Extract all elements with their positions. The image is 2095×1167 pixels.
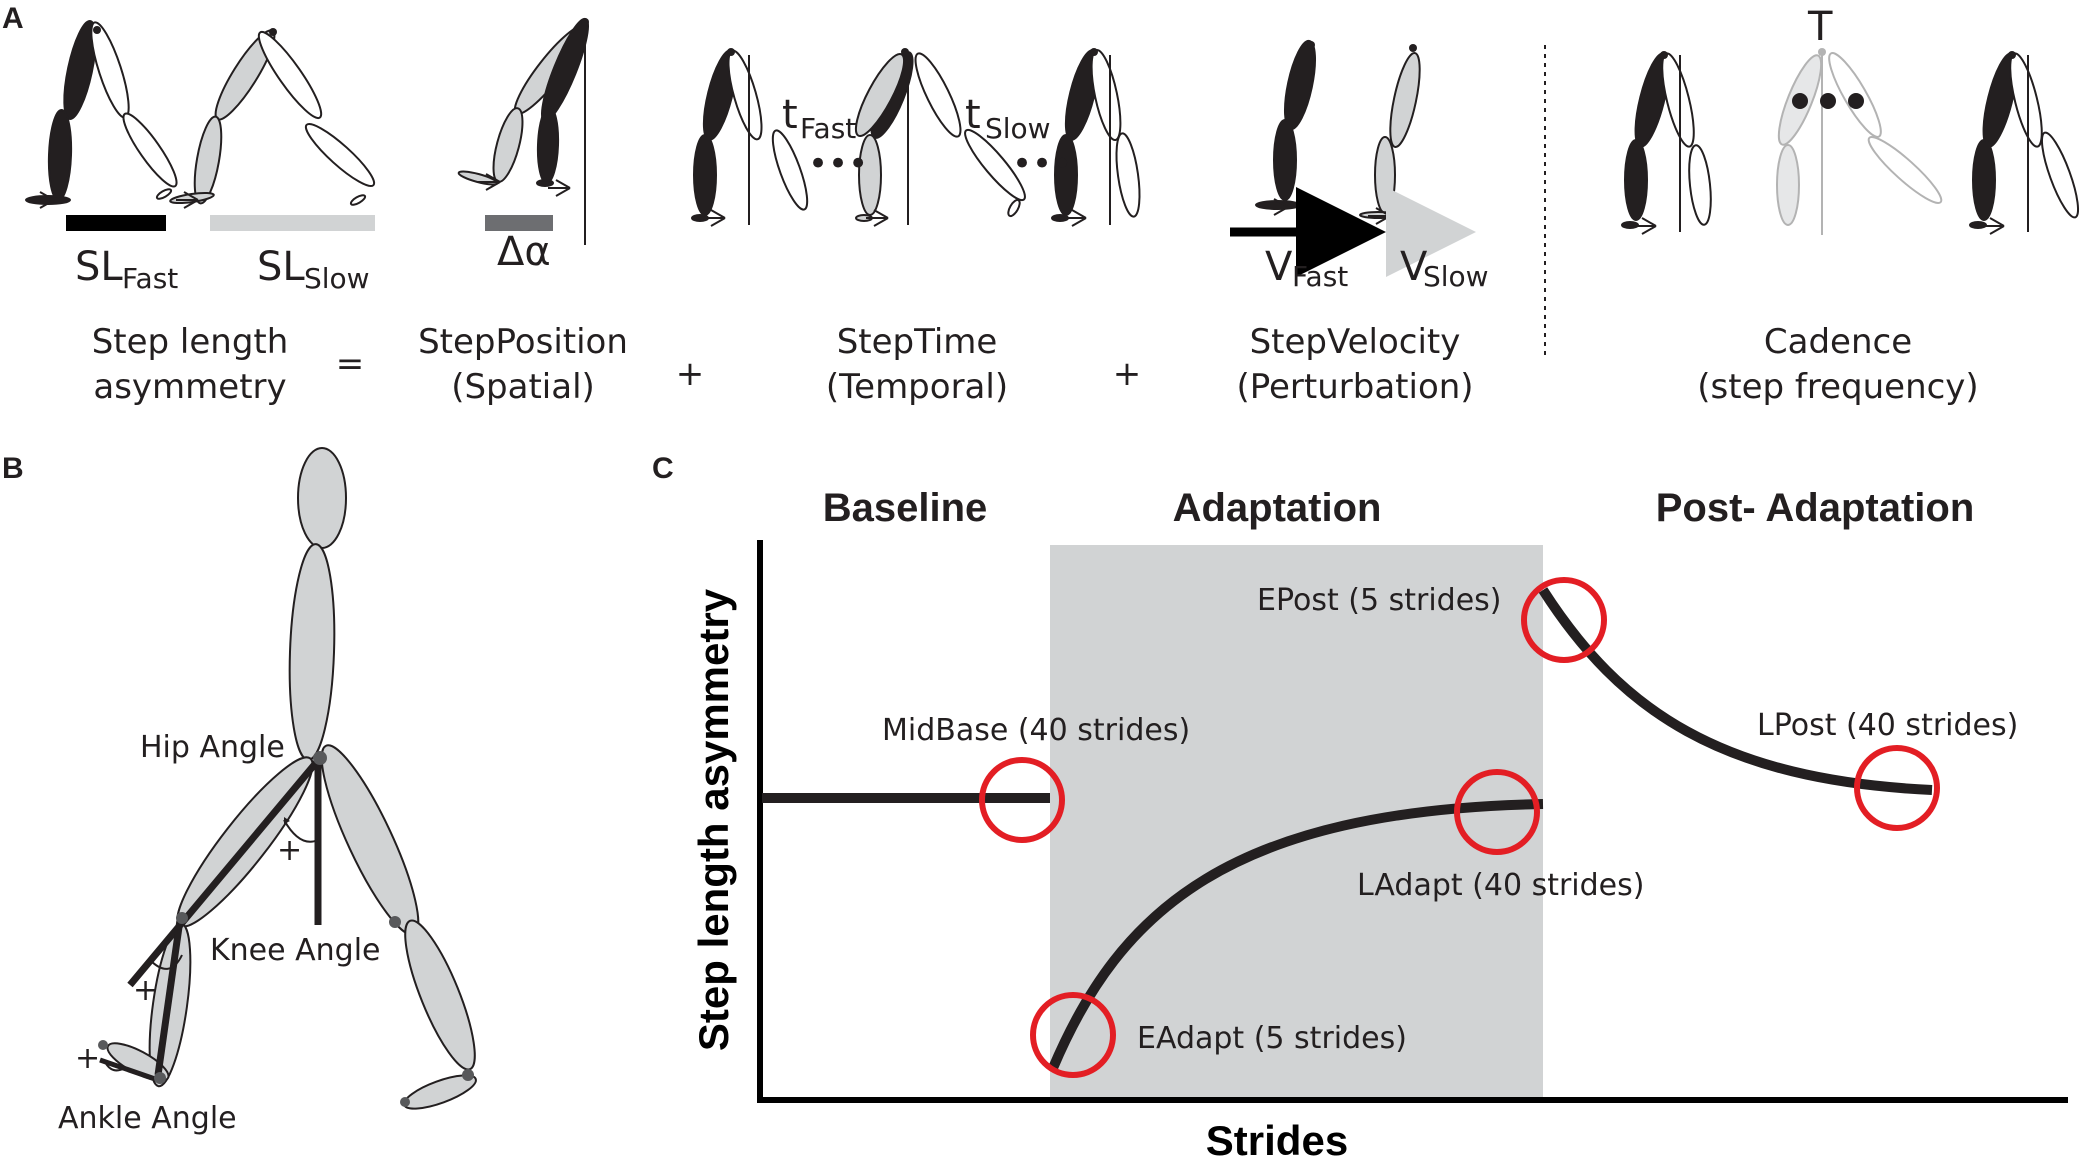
eq-sv-line1: StepVelocity <box>1250 322 1461 362</box>
walker-cadence-2 <box>1776 48 1943 235</box>
ankle-angle-label: Ankle Angle <box>58 1101 237 1136</box>
eadapt-annotation: EAdapt (5 strides) <box>1137 1021 1407 1056</box>
walker-cadence-1 <box>1621 51 1712 235</box>
panel-c-plot <box>757 540 2068 1103</box>
lpost-annotation: LPost (40 strides) <box>1757 708 2018 743</box>
sl-fast-sub: Fast <box>122 262 178 295</box>
epost-marker <box>1521 577 1607 663</box>
delta-alpha-label: Δα <box>497 229 551 275</box>
phase-baseline-label: Baseline <box>823 486 988 530</box>
walker-step-time-3 <box>1051 48 1141 227</box>
eq-plus-2: + <box>1113 354 1142 394</box>
t-slow-dots: ••• <box>1012 144 1072 184</box>
t-fast-sub: Fast <box>800 112 856 145</box>
cadence-t-label: T <box>1807 4 1833 50</box>
eq-sp-line2: (Spatial) <box>451 367 595 407</box>
ladapt-marker <box>1454 769 1540 855</box>
walker-step-velocity <box>1230 39 1476 277</box>
eq-sp-line1: StepPosition <box>418 322 628 362</box>
phase-post-label: Post- Adaptation <box>1656 486 1975 530</box>
t-slow-main: t <box>965 92 981 138</box>
eq-cad-line1: Cadence <box>1764 322 1912 362</box>
knee-plus-sign: + <box>133 973 158 1008</box>
eq-sla-line2: asymmetry <box>93 367 286 407</box>
v-slow-main: V <box>1400 244 1428 290</box>
v-fast-main: V <box>1265 244 1293 290</box>
panel-b-skeleton <box>98 447 477 1110</box>
eq-sla-line1: Step length <box>92 322 289 362</box>
eadapt-marker <box>1030 992 1116 1078</box>
walker-sl-slow <box>169 28 376 231</box>
knee-angle-label: Knee Angle <box>210 933 381 968</box>
ankle-plus-sign: + <box>75 1041 100 1076</box>
phase-adaptation-label: Adaptation <box>1173 486 1382 530</box>
eq-cad-line2: (step frequency) <box>1697 367 1978 407</box>
eq-equals: = <box>336 344 365 384</box>
panel-c-label: C <box>652 452 674 485</box>
v-slow-sub: Slow <box>1423 260 1489 293</box>
midbase-marker <box>979 757 1065 843</box>
lpost-marker <box>1854 745 1940 831</box>
t-fast-dots: ••• <box>808 144 868 184</box>
eq-sv-line2: (Perturbation) <box>1236 367 1473 407</box>
t-fast-main: t <box>782 92 798 138</box>
adaptation-curve <box>1048 799 1544 1070</box>
walker-step-position <box>457 17 589 245</box>
x-axis-title: Strides <box>1206 1117 1348 1164</box>
equation-row: Step length asymmetry = StepPosition (Sp… <box>92 322 1979 407</box>
hip-plus-sign: + <box>277 833 302 868</box>
post-adaptation-curve <box>1538 587 1933 795</box>
walker-step-time-2 <box>854 48 1026 227</box>
sl-slow-sub: Slow <box>304 262 370 295</box>
walker-sl-fast <box>25 20 178 231</box>
midbase-annotation: MidBase (40 strides) <box>882 713 1190 748</box>
walker-step-time-1 <box>691 48 809 227</box>
v-fast-sub: Fast <box>1292 260 1348 293</box>
walker-cadence-3 <box>1969 51 2080 235</box>
eq-st-line1: StepTime <box>837 322 998 362</box>
panel-b-label: B <box>2 452 24 485</box>
t-slow-sub: Slow <box>985 112 1051 145</box>
adaptation-shade <box>1050 545 1543 1101</box>
eq-plus-1: + <box>676 354 705 394</box>
y-axis-title: Step length asymmetry <box>690 588 737 1051</box>
eq-st-line2: (Temporal) <box>826 367 1008 407</box>
panel-a-label: A <box>2 2 24 35</box>
sl-slow-main: SL <box>257 244 305 290</box>
hip-angle-label: Hip Angle <box>140 730 285 765</box>
epost-annotation: EPost (5 strides) <box>1257 583 1501 618</box>
ladapt-annotation: LAdapt (40 strides) <box>1357 868 1644 903</box>
sl-fast-main: SL <box>75 244 123 290</box>
